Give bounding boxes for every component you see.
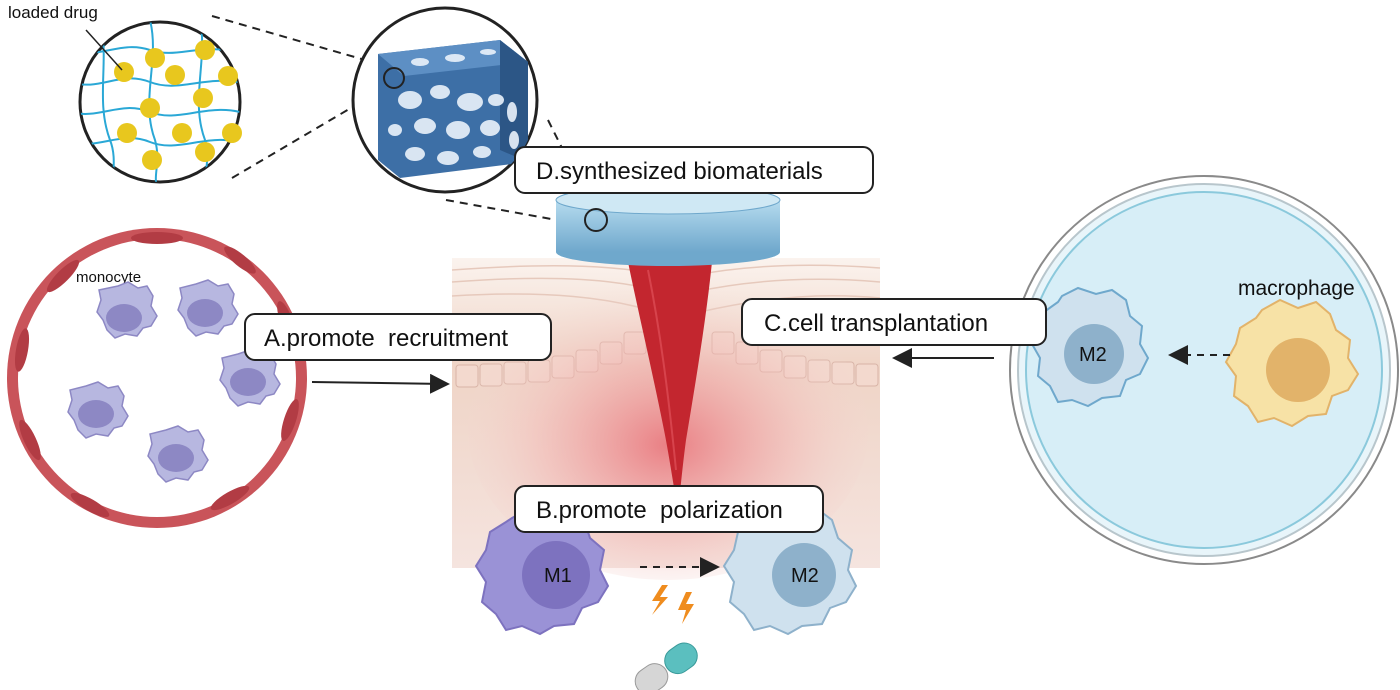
polarization-box: B.promote polarization <box>514 485 824 533</box>
recruitment-arrow <box>311 373 450 394</box>
m1-cell: M1 <box>474 506 610 636</box>
monocyte-cells <box>67 279 281 483</box>
monocyte-cell <box>67 381 129 439</box>
loaded-drug-label: loaded drug <box>8 3 98 22</box>
biomaterials-label: D.synthesized biomaterials <box>536 158 823 185</box>
transplantation-label: C.cell transplantation <box>764 310 988 337</box>
transplanted-m2-cell: M2 <box>1030 286 1150 408</box>
petri-dish: macrophage M2 <box>1009 175 1399 565</box>
monocyte-cell <box>219 349 281 407</box>
polarization-label: B.promote polarization <box>536 497 783 524</box>
recruitment-box: A.promote recruitment <box>244 313 552 361</box>
monocyte-label: monocyte <box>76 269 141 286</box>
m1-label: M1 <box>544 565 572 587</box>
m2-cell: M2 <box>722 506 858 636</box>
monocyte-cell <box>177 279 239 337</box>
m2-polarized-label: M2 <box>791 565 819 587</box>
drug-network: loaded drug <box>8 3 242 184</box>
biomaterials-box: D.synthesized biomaterials <box>514 146 874 194</box>
blood-vessel: monocyte <box>7 228 307 528</box>
monocyte-cell <box>96 281 158 339</box>
macrophage-label: macrophage <box>1238 277 1355 300</box>
wound <box>628 262 712 510</box>
porous-scaffold <box>351 6 539 194</box>
recruitment-label: A.promote recruitment <box>264 325 508 352</box>
lightning-icon <box>652 585 694 624</box>
macrophage-cell <box>1224 298 1360 428</box>
biomaterial-disc <box>555 185 781 266</box>
monocyte-cell <box>147 425 209 483</box>
capsule-icon <box>634 642 698 690</box>
m2-transplanted-label: M2 <box>1079 344 1107 366</box>
transplantation-box: C.cell transplantation <box>741 298 1047 346</box>
